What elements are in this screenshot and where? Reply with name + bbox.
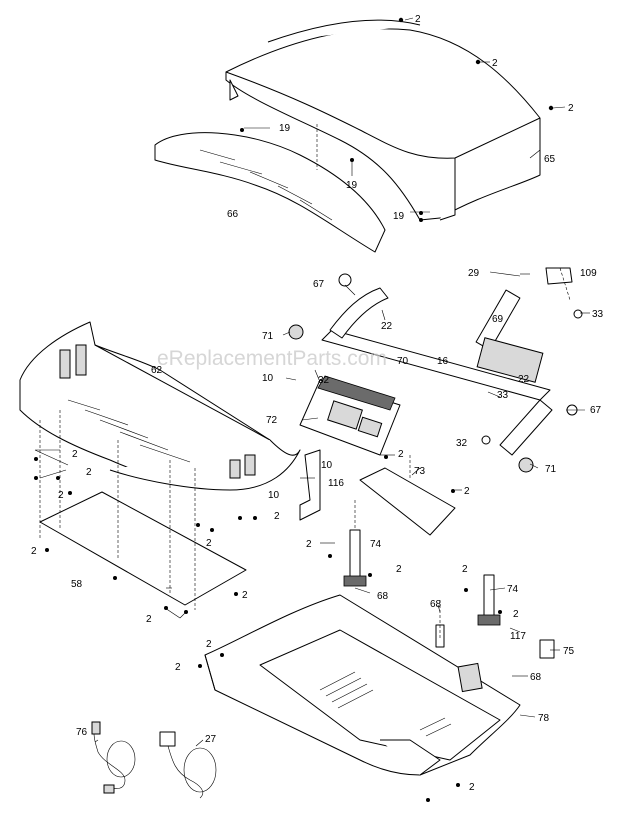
callout-2: 2 (206, 639, 212, 650)
callout-67: 67 (590, 405, 602, 416)
callout-2: 2 (568, 103, 574, 114)
callout-22: 22 (518, 374, 530, 385)
callout-117: 117 (510, 631, 526, 642)
callout-2: 2 (72, 449, 78, 460)
callout-2: 2 (398, 449, 404, 460)
callout-72: 72 (266, 415, 278, 426)
callout-2: 2 (464, 486, 470, 497)
callout-76: 76 (76, 727, 88, 738)
callout-27: 27 (205, 734, 217, 745)
base-housing-part-78[interactable] (204, 594, 555, 776)
assembly-guides (39, 124, 571, 640)
callout-71: 71 (545, 464, 557, 475)
upright-left-part-74[interactable] (343, 529, 367, 587)
callout-2: 2 (86, 467, 92, 478)
callout-2: 2 (415, 14, 421, 25)
callout-74: 74 (370, 539, 382, 550)
callout-71: 71 (262, 331, 274, 342)
callout-33: 33 (497, 390, 509, 401)
cover-plate-part-73[interactable] (359, 467, 456, 536)
fastener-markers (34, 17, 554, 802)
callout-68: 68 (430, 599, 442, 610)
callout-29: 29 (468, 268, 480, 279)
callout-22: 22 (381, 321, 393, 332)
hood-part-65[interactable] (225, 19, 541, 221)
callout-10: 10 (262, 373, 274, 384)
callout-2: 2 (175, 662, 181, 673)
callout-19: 19 (346, 180, 358, 191)
power-cord-part-76[interactable] (91, 721, 136, 794)
callout-2: 2 (469, 782, 475, 793)
bracket-part-116[interactable] (299, 449, 321, 521)
callout-16: 16 (437, 356, 449, 367)
callout-67: 67 (313, 279, 325, 290)
upright-right-part-74[interactable] (477, 574, 501, 626)
watermark-text: eReplacementParts.com (157, 347, 387, 370)
callout-2: 2 (242, 590, 248, 601)
callout-70: 70 (397, 356, 409, 367)
callout-2: 2 (462, 564, 468, 575)
frame-arm-part-70[interactable] (288, 273, 578, 473)
callout-75: 75 (563, 646, 575, 657)
callout-19: 19 (279, 123, 291, 134)
callout-68: 68 (377, 591, 389, 602)
callout-116: 116 (328, 478, 344, 489)
callouts: 2 2 2 65 19 19 19 66 29 109 67 33 69 22 … (31, 14, 604, 793)
callout-10: 10 (268, 490, 280, 501)
callout-2: 2 (513, 609, 519, 620)
callout-68: 68 (530, 672, 542, 683)
callout-78: 78 (538, 713, 550, 724)
callout-2: 2 (492, 58, 498, 69)
callout-32: 32 (456, 438, 468, 449)
callout-2: 2 (31, 546, 37, 557)
callout-2: 2 (58, 490, 64, 501)
callout-66: 66 (227, 209, 239, 220)
callout-33: 33 (592, 309, 604, 320)
callout-32: 32 (318, 375, 330, 386)
callout-2: 2 (274, 511, 280, 522)
callout-69: 69 (492, 314, 504, 325)
drive-assembly-part-69[interactable] (475, 267, 583, 383)
callout-74: 74 (507, 584, 519, 595)
callout-73: 73 (414, 466, 426, 477)
callout-62: 62 (151, 365, 163, 376)
hood-cover-part-66[interactable] (154, 132, 386, 253)
callout-2: 2 (396, 564, 402, 575)
ac-adapter-part-27[interactable] (159, 731, 217, 799)
callout-2: 2 (146, 614, 152, 625)
controller-board-part-72[interactable] (299, 375, 401, 456)
base-plate-part-58[interactable] (39, 491, 247, 606)
callout-19: 19 (393, 211, 405, 222)
callout-2: 2 (206, 538, 212, 549)
tray-part-62[interactable] (19, 321, 301, 491)
callout-10: 10 (321, 460, 333, 471)
callout-109: 109 (580, 268, 597, 279)
callout-2: 2 (306, 539, 312, 550)
callout-58: 58 (71, 579, 83, 590)
callout-leaders (34, 17, 590, 747)
callout-65: 65 (544, 154, 556, 165)
